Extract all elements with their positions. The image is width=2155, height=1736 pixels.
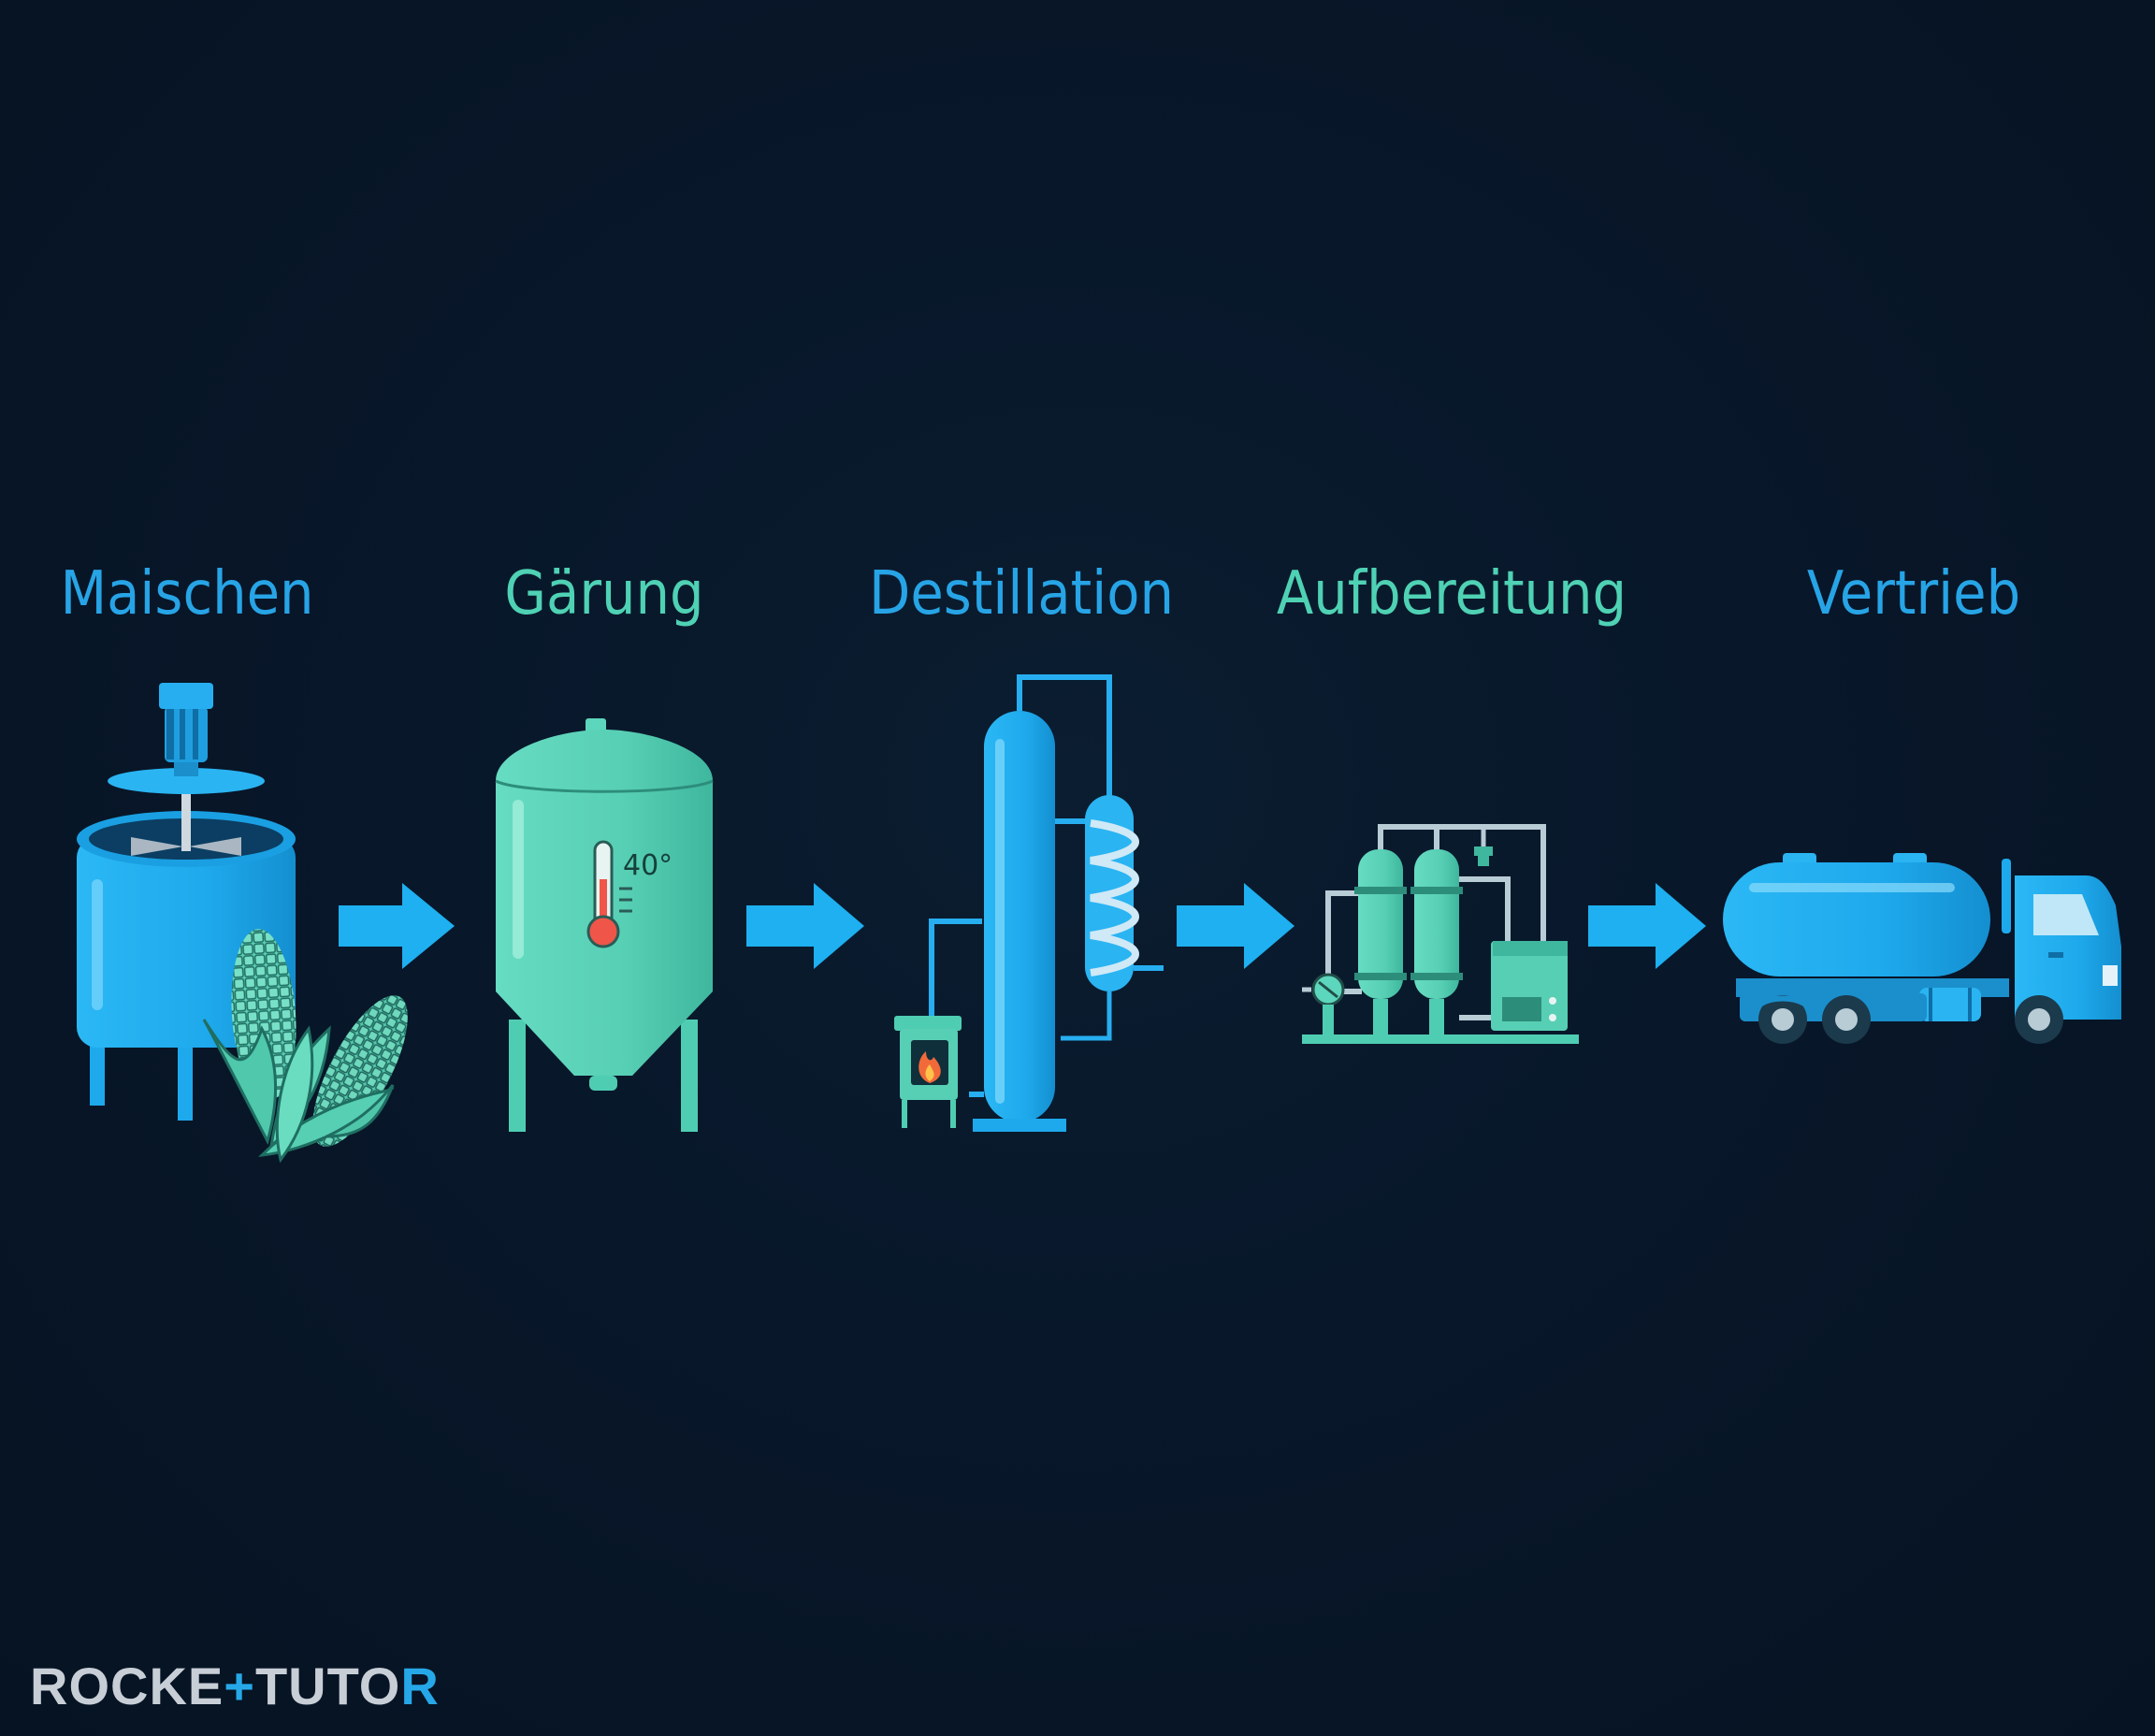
logo-text-o: O xyxy=(358,1656,401,1715)
purification-unit-icon xyxy=(1302,824,1579,1044)
step-label-gaerung: Gärung xyxy=(504,559,704,629)
logo-plus-accent: + xyxy=(224,1656,255,1715)
fermenter-icon xyxy=(495,718,714,1132)
arrow-3-icon xyxy=(1177,883,1294,969)
logo-text-tut: TUT xyxy=(254,1656,359,1715)
tanker-truck-icon xyxy=(1723,853,2121,1044)
distillation-column-icon xyxy=(894,674,1164,1132)
step-label-vertrieb: Vertrieb xyxy=(1806,559,2021,629)
thermometer-reading: 40° xyxy=(623,849,673,882)
rocket-tutor-logo: ROCKE+TUTOR xyxy=(30,1656,440,1716)
logo-text-r: R xyxy=(400,1656,440,1715)
arrow-1-icon xyxy=(339,883,455,969)
corn-icon xyxy=(202,929,408,1164)
step-label-destillation: Destillation xyxy=(868,559,1175,629)
arrow-2-icon xyxy=(746,883,864,969)
arrow-4-icon xyxy=(1588,883,1706,969)
step-label-aufbereitung: Aufbereitung xyxy=(1276,559,1627,629)
logo-text-rocke: ROCKE xyxy=(30,1656,224,1715)
step-label-maischen: Maischen xyxy=(60,559,314,629)
